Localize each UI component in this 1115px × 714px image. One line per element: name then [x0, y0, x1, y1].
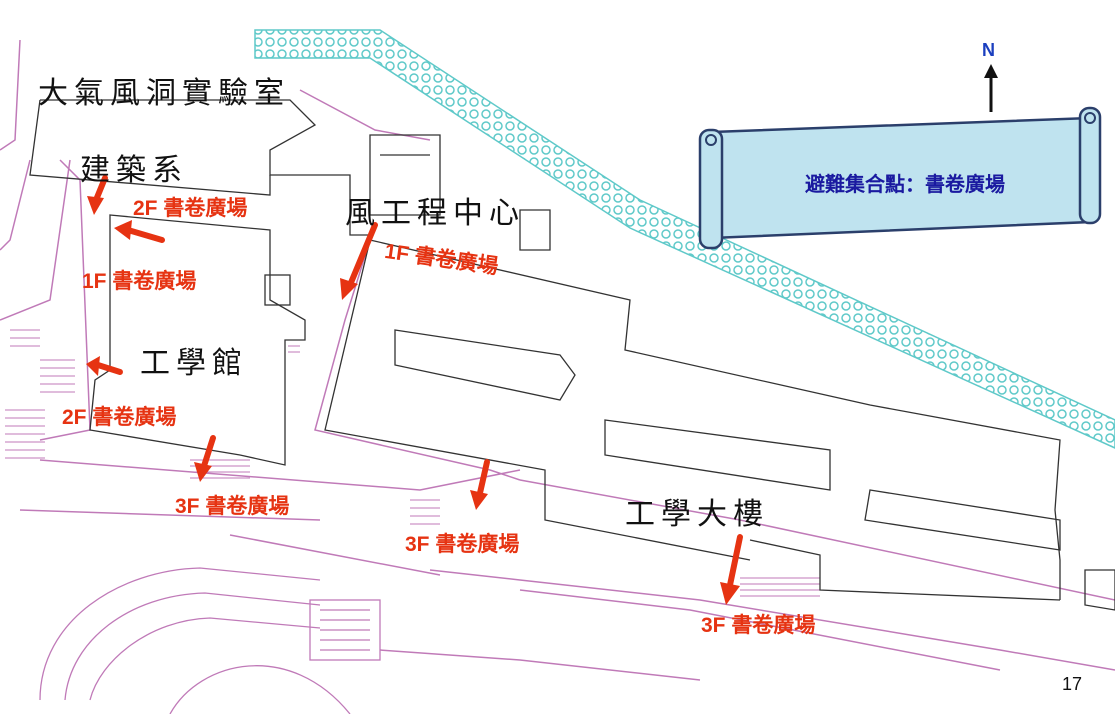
- label-engineering-building: 工學大樓: [625, 497, 769, 532]
- evac-label-center-3f: 3F 書卷廣場: [405, 533, 520, 556]
- label-architecture-dept: 建築系: [80, 153, 188, 188]
- building-outlines: [29, 99, 1115, 611]
- evac-label-hall-2f: 2F 書卷廣場: [62, 406, 177, 429]
- label-wind-tunnel-lab: 大氣風洞實驗室: [38, 76, 290, 111]
- evac-label-building-3f: 3F 書卷廣場: [701, 614, 816, 637]
- evac-label-hall-3f: 3F 書卷廣場: [175, 495, 290, 518]
- page-number: 17: [1062, 674, 1083, 694]
- arrow-center-3f: [470, 459, 490, 510]
- assembly-point-scroll: [698, 106, 1102, 250]
- label-wind-engineering-center: 風工程中心: [345, 196, 525, 231]
- arrow-architecture-1f: [114, 220, 165, 243]
- evac-label-architecture-2f: 2F 書卷廣場: [133, 197, 248, 220]
- evacuation-arrows: [86, 175, 743, 605]
- label-engineering-hall: 工學館: [140, 346, 248, 381]
- canal: [254, 29, 1115, 449]
- north-arrow-icon: [984, 64, 998, 112]
- evac-label-architecture-1f: 1F 書卷廣場: [82, 270, 197, 293]
- site-boundary: [0, 39, 1115, 681]
- stairs: [5, 329, 820, 597]
- arrow-hall-3f: [194, 435, 216, 482]
- assembly-point-text: 避難集合點：書卷廣場: [805, 174, 1005, 196]
- arrow-hall-2f: [86, 356, 123, 376]
- arrow-architecture-2f: [87, 175, 108, 215]
- landscape-curves: [39, 567, 381, 714]
- arrow-building-3f: [720, 534, 743, 605]
- north-label: N: [982, 40, 995, 60]
- arrow-wind-center: [340, 222, 378, 300]
